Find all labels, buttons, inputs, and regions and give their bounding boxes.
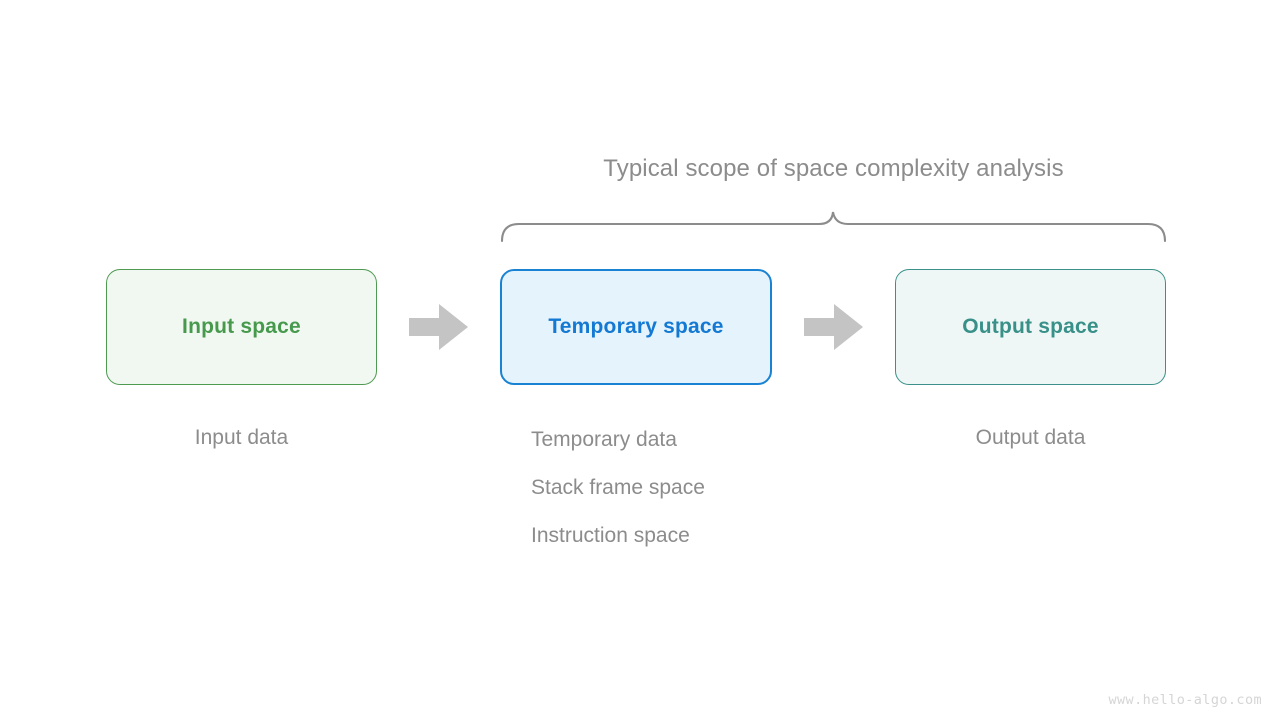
box-input-space[interactable]: Input space xyxy=(106,269,377,385)
arrow-right-icon xyxy=(409,304,468,350)
caption-stack-frame-space: Stack frame space xyxy=(531,476,705,499)
caption-temporary-data: Temporary data xyxy=(531,428,677,451)
scope-caption: Typical scope of space complexity analys… xyxy=(603,155,1064,182)
box-temporary-space-label: Temporary space xyxy=(548,315,724,338)
box-input-space-label: Input space xyxy=(182,315,301,338)
scope-brace-icon xyxy=(500,211,1167,243)
caption-instruction-space: Instruction space xyxy=(531,524,690,547)
arrow-right-icon xyxy=(804,304,863,350)
box-output-space-label: Output space xyxy=(962,315,1099,338)
caption-temporary-list: Temporary data Stack frame space Instruc… xyxy=(531,426,705,570)
box-temporary-space[interactable]: Temporary space xyxy=(500,269,772,385)
caption-output-data: Output data xyxy=(975,426,1086,449)
watermark: www.hello-algo.com xyxy=(1108,692,1262,708)
caption-input-data: Input data xyxy=(194,426,289,449)
box-output-space[interactable]: Output space xyxy=(895,269,1166,385)
